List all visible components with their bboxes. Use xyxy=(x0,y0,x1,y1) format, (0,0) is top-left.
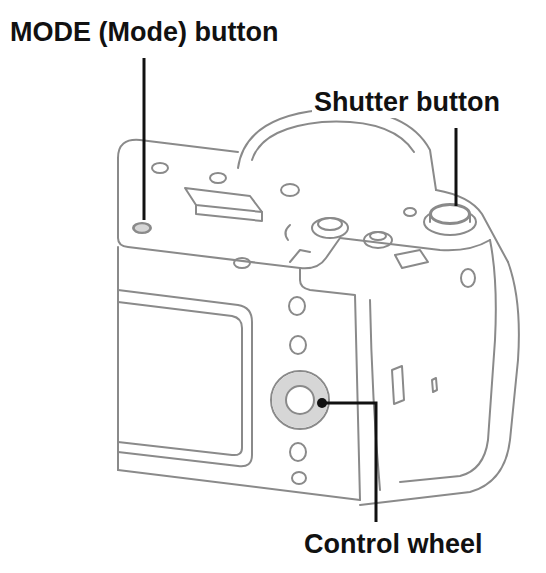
part-label: MODE (Mode) button xyxy=(8,16,280,48)
part-label: Shutter button xyxy=(312,86,502,118)
part-label: Control wheel xyxy=(302,528,485,560)
leader-line xyxy=(144,58,456,522)
